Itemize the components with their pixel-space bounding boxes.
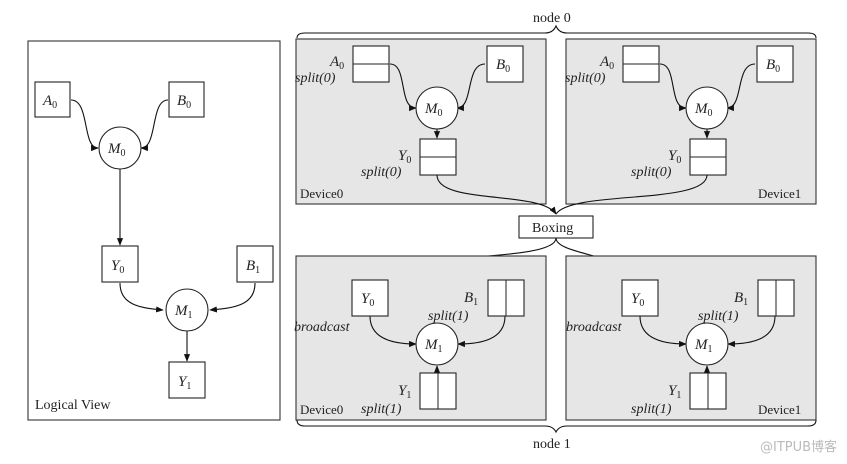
tensor-a0: A0 split(0) [295, 45, 390, 86]
device-label: Device1 [758, 402, 801, 417]
node0-device1: Device1 A0 split(0) B0 M0 [565, 38, 817, 205]
svg-text:Y1: Y1 [178, 374, 191, 392]
node1-device0: Device0 Y0 broadcast B1 split(1) M1 [294, 255, 547, 421]
tensor-y1: Y1 split(1) [631, 372, 727, 417]
node-m0: M0 [98, 126, 142, 170]
svg-text:Y0: Y0 [631, 291, 644, 309]
svg-text:A0: A0 [329, 54, 344, 72]
device-label: Device0 [300, 402, 343, 417]
tensor-b0: B0 [486, 45, 524, 83]
svg-text:B0: B0 [177, 93, 191, 111]
svg-text:split(0): split(0) [295, 71, 336, 86]
tensor-a0: A0 split(0) [565, 45, 660, 86]
node0-device0: Device0 A0 split(0) B0 M0 [295, 38, 547, 205]
tensor-y0: Y0 broadcast [294, 279, 389, 335]
tensor-b1: B1 split(1) [698, 279, 795, 324]
svg-text:M0: M0 [424, 101, 443, 119]
svg-text:A0: A0 [599, 54, 614, 72]
node1-device1: Device1 Y0 broadcast B1 split(1) M1 [565, 255, 817, 421]
node-b0: B0 [168, 81, 205, 118]
op-m1: M1 [685, 322, 729, 366]
svg-text:Y1: Y1 [668, 383, 681, 401]
svg-text:Y0: Y0 [111, 258, 124, 276]
tensor-b1: B1 split(1) [428, 279, 525, 324]
device-label: Device0 [300, 186, 343, 201]
tensor-y0: Y0 broadcast [566, 279, 659, 335]
svg-text:B1: B1 [464, 290, 478, 308]
svg-text:split(0): split(0) [361, 165, 402, 180]
node0-brace [296, 24, 817, 39]
svg-text:split(1): split(1) [631, 402, 672, 417]
svg-text:M0: M0 [694, 101, 713, 119]
node-a0: A0 [34, 81, 71, 118]
svg-text:B1: B1 [246, 258, 260, 276]
node1-brace [296, 419, 817, 434]
svg-text:Y0: Y0 [668, 148, 681, 166]
svg-text:split(0): split(0) [565, 71, 606, 86]
svg-text:B0: B0 [496, 57, 510, 75]
tensor-b0: B0 [756, 45, 794, 83]
svg-text:B1: B1 [734, 290, 748, 308]
svg-text:M1: M1 [694, 337, 713, 355]
logical-view-panel: Logical View A0 B0 M0 Y0 B1 M1 [27, 40, 281, 421]
node-b1: B1 [236, 245, 274, 283]
svg-text:split(1): split(1) [698, 309, 739, 324]
svg-text:Y1: Y1 [398, 383, 411, 401]
node1-label: node 1 [533, 437, 571, 452]
watermark: @ITPUB博客 [760, 439, 837, 455]
svg-text:M1: M1 [174, 303, 193, 321]
tensor-y0: Y0 split(0) [361, 138, 457, 180]
op-m1: M1 [415, 322, 459, 366]
op-m0: M0 [415, 86, 459, 130]
svg-text:Y0: Y0 [398, 148, 411, 166]
svg-text:Boxing: Boxing [532, 221, 573, 236]
svg-text:broadcast: broadcast [566, 320, 623, 335]
svg-text:broadcast: broadcast [294, 320, 351, 335]
node-y0: Y0 [101, 245, 139, 283]
svg-text:split(1): split(1) [428, 309, 469, 324]
node0-label: node 0 [533, 11, 571, 26]
node-m1: M1 [165, 288, 209, 332]
node0-group: node 0 Device0 A0 split(0) B0 M0 [295, 11, 817, 205]
svg-text:B0: B0 [766, 57, 780, 75]
logical-view-label: Logical View [35, 398, 111, 413]
svg-text:Y0: Y0 [361, 291, 374, 309]
tensor-y1: Y1 split(1) [361, 372, 457, 417]
tensor-y0: Y0 split(0) [631, 138, 727, 180]
svg-text:split(1): split(1) [361, 402, 402, 417]
boxing-node: Boxing [518, 215, 594, 239]
svg-text:M0: M0 [107, 141, 126, 159]
device-label: Device1 [758, 186, 801, 201]
svg-text:M1: M1 [424, 337, 443, 355]
svg-text:split(0): split(0) [631, 165, 672, 180]
node1-group: Device0 Y0 broadcast B1 split(1) M1 [294, 255, 817, 452]
svg-text:A0: A0 [42, 93, 57, 111]
node-y1: Y1 [168, 361, 206, 399]
op-m0: M0 [685, 86, 729, 130]
